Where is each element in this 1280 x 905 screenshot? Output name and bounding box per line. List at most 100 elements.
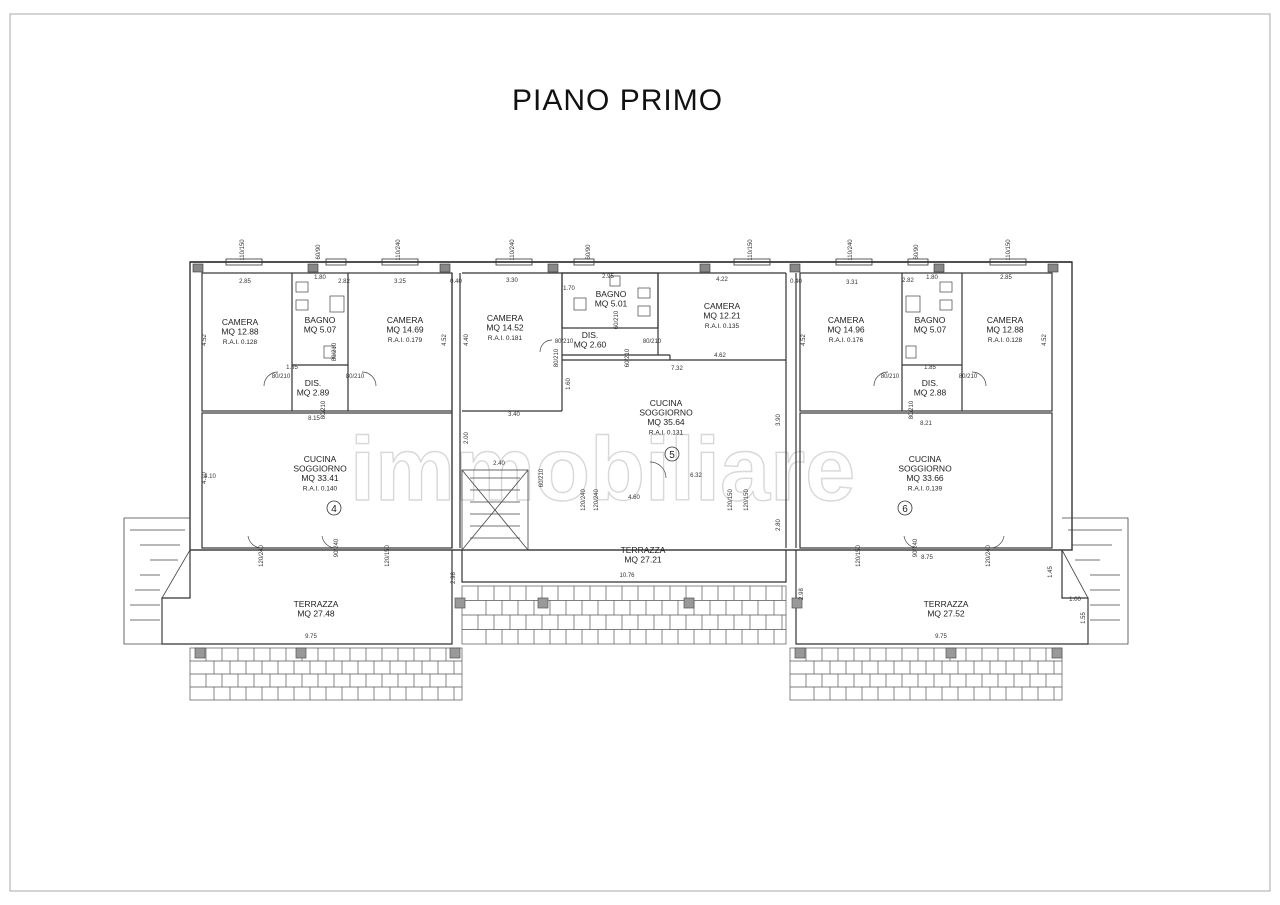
dimension-label: 8.15 bbox=[308, 416, 320, 422]
pillar bbox=[794, 647, 806, 659]
window-code-label: 60/90 bbox=[316, 244, 322, 260]
unit-6-marker bbox=[897, 500, 913, 516]
room-label-line: MQ 12.88 bbox=[986, 325, 1024, 335]
dimension-label: 10.76 bbox=[619, 573, 635, 579]
dimension-label: 9.75 bbox=[935, 634, 947, 640]
window-code-label: 110/240 bbox=[396, 239, 402, 261]
room-label-line: CUCINA bbox=[650, 398, 683, 408]
dimension-label: 2.80 bbox=[776, 519, 782, 531]
unit-5-marker bbox=[664, 446, 680, 462]
dimension-label: 8.75 bbox=[921, 555, 933, 561]
dimension-label: 1.80 bbox=[926, 275, 938, 281]
window-code-labels: 110/150 60/90 110/240 110/240 60/90 110/150 11… bbox=[240, 239, 1012, 567]
dimension-label: 3.25 bbox=[394, 279, 406, 285]
window-code-label: 110/150 bbox=[748, 239, 754, 261]
room-label-line: BAGNO bbox=[915, 315, 946, 325]
dimension-label: 1.45 bbox=[1048, 566, 1054, 578]
window-code-label: 80/210 bbox=[554, 348, 560, 367]
window-code-label: 110/240 bbox=[510, 239, 516, 261]
dimension-label: 2.98 bbox=[799, 588, 805, 600]
dimension-label: 1.85 bbox=[924, 365, 936, 371]
room-label-line: TERRAZZA bbox=[924, 599, 969, 609]
room-label-line: MQ 2.88 bbox=[914, 388, 947, 398]
unit-4-walls bbox=[201, 272, 461, 549]
room-label-line: CAMERA bbox=[222, 317, 259, 327]
window-code-label: 120/240 bbox=[986, 545, 992, 567]
dimension-label: 2.85 bbox=[1000, 275, 1012, 281]
room-label-line: MQ 12.88 bbox=[221, 327, 259, 337]
dimension-label: 3.30 bbox=[506, 278, 518, 284]
room-label-line: MQ 12.21 bbox=[703, 311, 741, 321]
window-code-label: 90/240 bbox=[334, 538, 340, 557]
window-code-label: 80/210 bbox=[346, 374, 365, 380]
room-label-line: MQ 27.21 bbox=[624, 555, 662, 565]
watermark: immobiliare bbox=[350, 420, 855, 520]
window-code-label: 120/150 bbox=[744, 489, 750, 511]
unit-5-walls bbox=[462, 272, 797, 548]
dimension-label: 8.21 bbox=[920, 421, 932, 427]
window-code-label: 120/150 bbox=[728, 489, 734, 511]
sheet-frame bbox=[9, 13, 1271, 892]
room-label-line: SOGGIORNO bbox=[639, 408, 693, 418]
window-code-label: 60/210 bbox=[539, 468, 545, 487]
dimension-label: 7.32 bbox=[671, 366, 683, 372]
window-code-label: 110/150 bbox=[1006, 239, 1012, 261]
window-code-label: 60/90 bbox=[914, 244, 920, 260]
unit-6-number: 6 bbox=[902, 504, 908, 515]
top-windows bbox=[225, 258, 1027, 266]
dimension-label: 4.10 bbox=[204, 474, 216, 480]
unit-6-walls bbox=[799, 272, 1053, 549]
room-label-line: CAMERA bbox=[987, 315, 1024, 325]
dimension-label: 1.60 bbox=[566, 378, 572, 390]
dimension-label: 9.75 bbox=[305, 634, 317, 640]
room-label-line: MQ 27.48 bbox=[297, 609, 335, 619]
room-label-line: MQ 5.07 bbox=[304, 325, 337, 335]
pillar bbox=[194, 647, 206, 659]
unit-4-marker bbox=[326, 500, 342, 516]
dimension-label: 4.40 bbox=[464, 334, 470, 346]
room-label-u5-dis: DIS.MQ 2.60 bbox=[574, 330, 607, 350]
dimension-label: 2.40 bbox=[493, 461, 505, 467]
window-code-label: 80/210 bbox=[332, 342, 338, 361]
pillar bbox=[945, 647, 957, 659]
window-code-label: 110/240 bbox=[848, 239, 854, 261]
room-label-line: MQ 14.69 bbox=[386, 325, 424, 335]
room-label-line: CUCINA bbox=[304, 454, 337, 464]
pergolas bbox=[189, 585, 1063, 701]
room-label-line: MQ 2.60 bbox=[574, 340, 607, 350]
dimension-label: 1.55 bbox=[1081, 612, 1087, 624]
dimension-label: 4.22 bbox=[716, 277, 728, 283]
room-label-line: R.A.I. 0.131 bbox=[649, 430, 684, 437]
dimension-label: 4.62 bbox=[714, 353, 726, 359]
outer-walls bbox=[189, 261, 1073, 551]
window-code-label: 80/210 bbox=[881, 374, 900, 380]
external-stairs bbox=[123, 517, 1129, 645]
room-label-line: SOGGIORNO bbox=[898, 464, 952, 474]
room-label-line: MQ 14.96 bbox=[827, 325, 865, 335]
pillar bbox=[454, 597, 466, 609]
top-wall-markers bbox=[192, 263, 1059, 273]
window-code-label: 120/240 bbox=[581, 489, 587, 511]
window-code-label: 60/210 bbox=[614, 310, 620, 329]
dimension-label: 2.00 bbox=[464, 432, 470, 444]
dimension-label: 4.52 bbox=[1042, 334, 1048, 346]
window-code-label: 110/150 bbox=[240, 239, 246, 261]
pillar bbox=[1051, 647, 1063, 659]
unit-number-markers: 4 5 6 bbox=[326, 446, 913, 516]
dimension-label: 4.10 bbox=[202, 472, 208, 484]
window-code-label: 80/210 bbox=[959, 374, 978, 380]
room-label-line: MQ 33.66 bbox=[906, 473, 944, 483]
dimension-label: 3.90 bbox=[776, 414, 782, 426]
